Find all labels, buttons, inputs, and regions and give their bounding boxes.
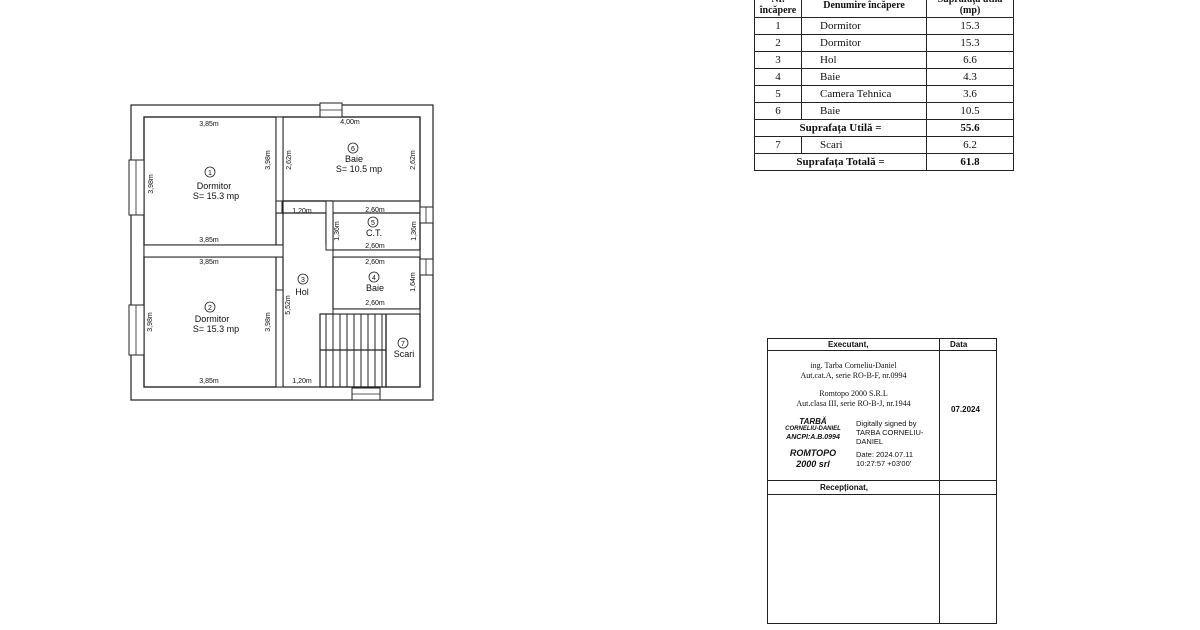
util-area-row: Suprafața Utilă = 55.6 xyxy=(754,119,1014,137)
signature-line: DANIEL xyxy=(856,437,884,446)
room-2-area: S= 15.3 mp xyxy=(193,324,239,334)
room-3-number: 3 xyxy=(301,277,305,284)
partition xyxy=(325,200,334,251)
partition xyxy=(275,289,284,388)
engineer-authorization: Aut.cat.A, serie RO-B-F, nr.0994 xyxy=(800,371,907,380)
company-name: Romtopo 2000 S.R.L xyxy=(819,389,888,398)
room-7-name: Scari xyxy=(394,349,415,359)
receptionat-label: Recepționat, xyxy=(820,483,869,492)
signature-line: 10:27:57 +03'00' xyxy=(856,459,912,468)
room-3-name: Hol xyxy=(295,287,309,297)
data-label: Data xyxy=(950,340,968,349)
room-7-number: 7 xyxy=(401,341,405,348)
dim-label: 3,98m xyxy=(265,312,272,332)
dim-label: 3,98m xyxy=(147,312,154,332)
stair-treads xyxy=(325,314,383,387)
dim-label: 3,98m xyxy=(148,174,155,194)
engineer-name: ing. Tarba Corneliu-Daniel xyxy=(810,361,897,370)
room-6-name: Baie xyxy=(345,154,363,164)
room-5-name: C.T. xyxy=(366,228,382,238)
dim-label: 3,85m xyxy=(199,237,219,244)
executant-label: Executant, xyxy=(828,340,869,349)
room-4-number: 4 xyxy=(372,275,376,282)
signature-line: Digitally signed by xyxy=(856,419,917,428)
room-4-name: Baie xyxy=(366,283,384,293)
dim-label: 2,62m xyxy=(286,150,293,170)
partition xyxy=(275,116,284,202)
window xyxy=(128,304,145,356)
signature-line: Date: 2024.07.11 xyxy=(856,450,913,459)
table-header-row: Nr. încăpere Denumire încăpere Suprafața… xyxy=(754,0,1014,18)
dim-label: 2,60m xyxy=(365,300,385,307)
partition xyxy=(332,249,421,258)
room-5-number: 5 xyxy=(371,220,375,227)
room-6-number: 6 xyxy=(351,146,355,153)
dim-label: 1,64m xyxy=(410,272,417,292)
partition xyxy=(275,200,283,214)
dim-label: 2,60m xyxy=(365,259,385,266)
window xyxy=(419,206,434,224)
partition xyxy=(143,244,284,258)
dim-label: 4,00m xyxy=(340,119,360,126)
room-2-number: 2 xyxy=(208,305,212,312)
room-6-area: S= 10.5 mp xyxy=(336,164,382,174)
dim-label: 1,20m xyxy=(292,208,312,215)
rooms-table: Nr. încăpere Denumire încăpere Suprafața… xyxy=(754,0,1014,171)
stamp-line: ROMTOPO xyxy=(789,448,837,458)
header-name: Denumire încăpere xyxy=(801,0,927,18)
dim-label: 3,85m xyxy=(199,378,219,385)
window xyxy=(419,258,434,276)
signature-line: TARBA CORNELIU- xyxy=(856,428,924,437)
stamp-line: TARBĂ xyxy=(799,417,827,426)
stamp-line: ANCPI:A.B.0994 xyxy=(786,434,840,441)
room-2-name: Dormitor xyxy=(195,314,230,324)
partition xyxy=(332,308,421,315)
dim-label: 1,36m xyxy=(334,221,341,241)
dim-label: 5,52m xyxy=(285,295,292,315)
total-area-row: Suprafața Totală = 61.8 xyxy=(754,153,1014,171)
dim-label: 3,98m xyxy=(265,150,272,170)
company-authorization: Aut.clasa III, serie RO-B-J, nr.1944 xyxy=(796,399,911,408)
outer-wall xyxy=(130,104,434,401)
stamp-line: CORNELIU-DANIEL xyxy=(785,426,841,432)
window xyxy=(128,159,145,216)
dim-label: 1,20m xyxy=(292,378,312,385)
dim-label: 3,85m xyxy=(199,259,219,266)
dim-label: 2,60m xyxy=(365,243,385,250)
dim-label: 2,62m xyxy=(410,150,417,170)
stamp-line: 2000 srl xyxy=(796,459,830,469)
room-1-area: S= 15.3 mp xyxy=(193,191,239,201)
document-date: 07.2024 xyxy=(951,405,980,414)
room-1-name: Dormitor xyxy=(197,181,232,191)
floor-plan: 1 Dormitor S= 15.3 mp 2 Dormitor S= 15.3… xyxy=(128,102,434,401)
title-block: Executant, Data ing. Tarba Corneliu-Dani… xyxy=(767,338,997,624)
header-nr: Nr. încăpere xyxy=(754,0,802,18)
room-1-number: 1 xyxy=(208,170,212,177)
header-area: Suprafața utilă (mp) xyxy=(926,0,1014,18)
dim-label: 1,36m xyxy=(411,221,418,241)
dim-label: 3,85m xyxy=(199,121,219,128)
dim-label: 2,60m xyxy=(365,207,385,214)
